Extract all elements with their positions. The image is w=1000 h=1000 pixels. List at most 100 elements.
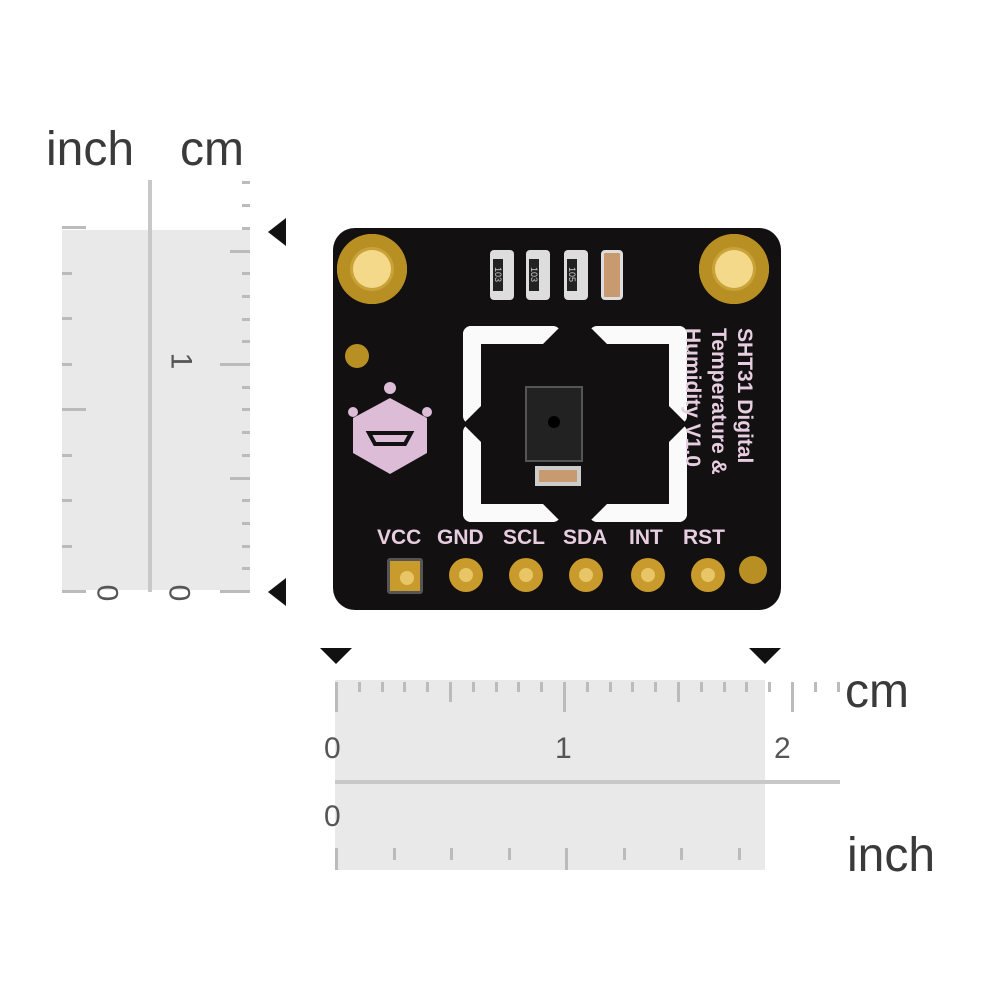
mounting-hole [699,234,769,304]
ruler-tick [654,682,658,692]
bottom-ruler-divider [335,780,840,784]
ruler-tick [242,226,250,230]
ruler-tick [242,294,250,298]
ruler-tick [242,204,250,208]
pin-label-rst: RST [683,526,725,549]
ruler-tick [242,567,250,571]
resistor-label: 103 [529,259,539,291]
resistor-label: 103 [493,259,503,291]
pin-label-int: INT [629,526,663,549]
resistor: 105 [564,250,588,300]
ruler-tick [62,317,72,320]
ruler-tick [813,682,817,692]
board-title-line: Humidity V1.0 [681,328,704,467]
pin-label-scl: SCL [503,526,545,549]
ruler-tick [450,848,453,860]
resistor: 103 [490,250,514,300]
pin-pad-scl [509,558,543,592]
board-title-line: Temperature & [707,328,730,475]
thermal-cutout [589,326,687,424]
ruler-tick [230,476,250,480]
left-ruler-cm-band [152,230,250,590]
ruler-tick [631,682,635,692]
ruler-tick [62,499,72,502]
board-title-line: SHT31 Digital [733,328,756,464]
thermal-cutout [463,424,561,522]
ruler-tick [585,682,589,692]
ruler-tick [791,682,794,712]
capacitor [535,466,581,486]
pin-label-sda: SDA [563,526,608,549]
ruler-tick [62,590,86,593]
top-marker-arrow-icon [268,218,286,246]
ruler-tick [380,682,384,692]
ruler-tick [392,848,396,860]
pin-label-gnd: GND [437,526,484,549]
ruler-tick [677,682,680,702]
via-pad [739,556,767,584]
ruler-tick [242,521,250,525]
pin-pad-sda [569,558,603,592]
ruler-tick [242,544,250,548]
bottom-ruler-cm-label: cm [845,665,909,718]
ruler-tick [220,363,250,366]
ruler-tick [745,682,749,692]
ruler-tick [836,682,840,692]
ruler-tick [471,682,475,692]
left-ruler-cm-label: cm [180,123,244,176]
ruler-tick [62,226,86,229]
ruler-tick [357,682,361,692]
sht31-sensor-board: 103 103 105 SHT31 Digital Temperature & … [333,228,781,610]
ruler-tick [622,848,626,860]
ruler-tick [242,272,250,276]
right-marker-arrow-icon [749,648,781,664]
dfrobot-logo-icon [347,378,433,474]
sht31-chip [525,386,583,462]
bottom-ruler-cm-0: 0 [324,732,341,765]
ruler-tick [722,682,726,692]
ruler-tick [449,682,452,702]
bottom-ruler-cm-1: 1 [555,732,572,765]
resistor-label: 105 [567,259,577,291]
ruler-tick [403,682,407,692]
mounting-hole [337,234,407,304]
ruler-tick [335,682,338,712]
via-pad [345,344,369,368]
bottom-ruler-inch-label: inch [847,829,936,882]
left-ruler-inch-label: inch [46,123,135,176]
bottom-ruler-inch-band [335,784,765,870]
bottom-ruler-cm-2: 2 [774,732,791,765]
ruler-tick [62,271,72,275]
ruler-tick [242,340,250,344]
ruler-tick [62,453,72,457]
left-ruler-cm-0: 0 [162,584,196,602]
ruler-tick [540,682,544,692]
ruler-tick [242,181,250,185]
pin-pad-vcc [387,558,423,594]
pin-pad-int [631,558,665,592]
pin-label-vcc: VCC [377,526,422,549]
ruler-tick [242,385,250,389]
ruler-tick [220,590,250,593]
capacitor [601,250,623,300]
ruler-tick [768,682,772,692]
bottom-marker-arrow-icon [268,578,286,606]
ruler-tick [517,682,521,692]
ruler-tick [563,682,566,712]
ruler-tick [608,682,612,692]
ruler-tick [426,682,430,692]
ruler-tick [737,848,741,860]
ruler-tick [335,848,338,870]
left-marker-arrow-icon [320,648,352,664]
ruler-tick [699,682,703,692]
ruler-tick [242,499,250,503]
left-ruler-inch-0: 0 [90,584,124,602]
board-title: SHT31 Digital Temperature & Humidity V1.… [679,328,757,528]
thermal-cutout [463,326,561,424]
left-ruler-cm-1: 1 [164,352,198,370]
ruler-tick [62,408,86,411]
ruler-tick [242,431,250,435]
left-ruler-divider [148,180,152,592]
ruler-tick [494,682,498,692]
ruler-tick [230,249,250,253]
